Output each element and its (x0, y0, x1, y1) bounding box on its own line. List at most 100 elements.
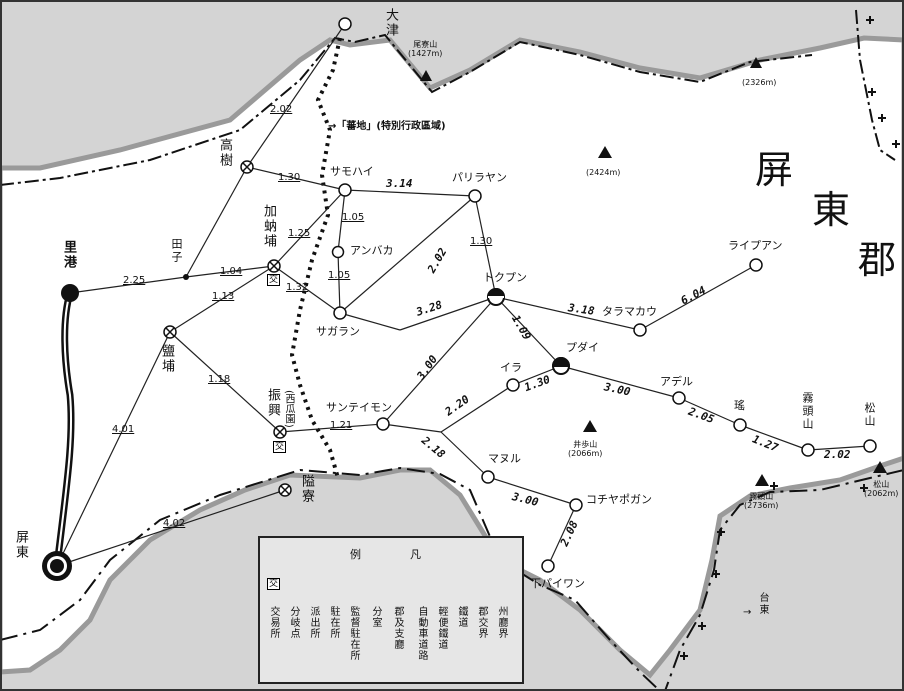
distance-satomina-heito: 4.01 (112, 424, 135, 435)
label-adel: アデル (660, 375, 693, 388)
label-taito-arrow: → (743, 607, 752, 618)
label-shinko: 振興 (265, 388, 280, 418)
label-takaki: 高樹 (217, 138, 232, 168)
distance-samohai-anbaka: 1.05 (342, 212, 365, 223)
node-adel (672, 391, 686, 405)
distance-shinko-saniteimon: 1.21 (330, 420, 353, 431)
legend-item-branch-office: 分室 (370, 606, 381, 628)
legend-kou-symbol: 交 (267, 578, 281, 590)
distance-tokupun-pudai: 1.09 (508, 312, 534, 343)
label-region-2: 東 (812, 188, 851, 232)
distance-tokupun-saniteimon: 3.00 (414, 352, 441, 383)
label-satomina: 里港 (61, 240, 76, 270)
peak-markers (420, 57, 887, 486)
map-legend: 例 凡 交 交易所 分岐点 派出所 駐在所 監督駐在所 分室 郡及支廳 自動車道… (258, 536, 524, 684)
distance-ryoryo-heito: 4.02 (163, 518, 186, 529)
peak-2424 (598, 146, 612, 158)
label-kanouho-kou: 交 (267, 274, 281, 286)
distance-denshi-kanouho: 1.04 (220, 266, 243, 277)
node-satomina (61, 284, 79, 302)
distance-sagaran-tokupun: 3.28 (414, 298, 444, 319)
label-shimopaiwan: 下パイワン (530, 577, 585, 590)
node-taramakau (633, 323, 647, 337)
prefecture-border-crosses (680, 16, 900, 660)
stations (331, 17, 877, 573)
peak-label-kirito: 霧頭山(2736m) (744, 492, 779, 510)
label-region-3: 郡 (858, 238, 897, 282)
node-shimopaiwan (541, 559, 555, 573)
legend-item-motor-road: 自動車道路 (416, 606, 427, 661)
label-pudai: プダイ (566, 341, 599, 354)
label-region-1: 屏 (755, 148, 794, 192)
label-kirito: 霧頭山 (801, 392, 814, 431)
peak-kirito (755, 474, 769, 486)
label-otsu: 大津 (383, 8, 398, 38)
legend-item-district-border: 郡交界 (476, 606, 487, 639)
node-denshi (183, 274, 189, 280)
special-area-boundary (289, 37, 342, 479)
distance-saniteimon-manuru: 2.18 (418, 434, 448, 461)
branch-offices (486, 288, 571, 375)
distance-kirito-matsuyama: 2.02 (824, 448, 851, 461)
label-taki: 瑤 (734, 399, 745, 412)
label-anbaka: アンバカ (350, 244, 394, 257)
distance-kanouho-sagaran: 1.32 (286, 282, 309, 293)
distance-saniteimon-ira: 2.20 (442, 392, 472, 419)
peak-seiho (583, 420, 597, 432)
legend-item-police-box: 駐在所 (328, 606, 339, 639)
legend-title-2: 凡 (410, 548, 421, 561)
distance-taramakau-raipuan: 6.04 (678, 283, 709, 308)
node-kirito (801, 443, 815, 457)
node-tokupun (486, 288, 506, 306)
legend-item-light-railway: 輕便鐵道 (436, 606, 447, 650)
node-shinko (273, 425, 287, 439)
distance-enpo-shinko: 1.18 (208, 374, 231, 385)
distance-kanouho-samohai: 1.25 (288, 228, 311, 239)
node-ryoryo (278, 483, 292, 497)
node-manuru (481, 470, 495, 484)
distance-pudai-adel: 3.00 (602, 380, 632, 399)
peak-label-2424: (2424m) (586, 168, 621, 177)
peak-label-okenzan: 尾寮山(1427m) (408, 40, 443, 58)
node-ira (506, 378, 520, 392)
peak-label-matsuyama: 松山(2062m) (864, 480, 899, 498)
distance-enpo-kanouho: 1.13 (212, 291, 235, 302)
label-sagaran: サガラン (316, 325, 360, 338)
label-kochiyapogan: コチヤポガン (586, 493, 652, 506)
node-kochiyapogan (569, 498, 583, 512)
peak-okenzan (420, 70, 432, 81)
legend-item-railway: 鐵道 (456, 606, 467, 628)
distance-ira-pudai: 1.30 (522, 372, 552, 395)
label-tokupun: トクプン (483, 271, 527, 284)
label-denshi: 田子 (170, 238, 183, 264)
legend-item-supervisory-post: 監督駐在所 (348, 606, 359, 661)
label-special-area: →「蕃地」(特別行政區域) (328, 121, 446, 132)
distance-adel-taki: 2.05 (686, 404, 716, 427)
label-raipuan: ライプアン (728, 239, 783, 252)
label-manuru: マヌル (488, 452, 521, 465)
peak-label-seiho: 井歩山(2066m) (568, 440, 603, 458)
label-kanouho: 加蚋埔 (261, 204, 276, 249)
label-shinko-kou: 交 (273, 441, 287, 453)
legend-item-district-office: 郡及支廳 (392, 606, 403, 650)
distance-satomina-denshi: 2.25 (123, 275, 146, 286)
node-takaki (240, 160, 254, 174)
legend-title-1: 例 (350, 548, 361, 561)
node-pudai (551, 357, 571, 375)
distance-taki-kirito: 1.27 (750, 432, 780, 455)
distance-anbaka-sagaran: 1.05 (328, 270, 351, 281)
label-heito: 屏東 (13, 530, 28, 560)
label-samohai: サモハイ (330, 165, 374, 178)
label-pariryan: パリラヤン (452, 171, 507, 184)
peak-2326 (750, 57, 762, 68)
district-border-east (664, 469, 904, 691)
label-enpo: 鹽埔 (159, 344, 174, 374)
node-samohai (338, 183, 352, 197)
node-pariryan (468, 189, 482, 203)
label-saniteimon: サンテイモン (326, 401, 392, 414)
distance-otsu-takaki: 2.02 (270, 104, 293, 115)
legend-item-prefecture-border: 州廳界 (496, 606, 507, 639)
node-saniteimon (376, 417, 390, 431)
label-shinko-note: (西瓜園) (283, 390, 294, 428)
